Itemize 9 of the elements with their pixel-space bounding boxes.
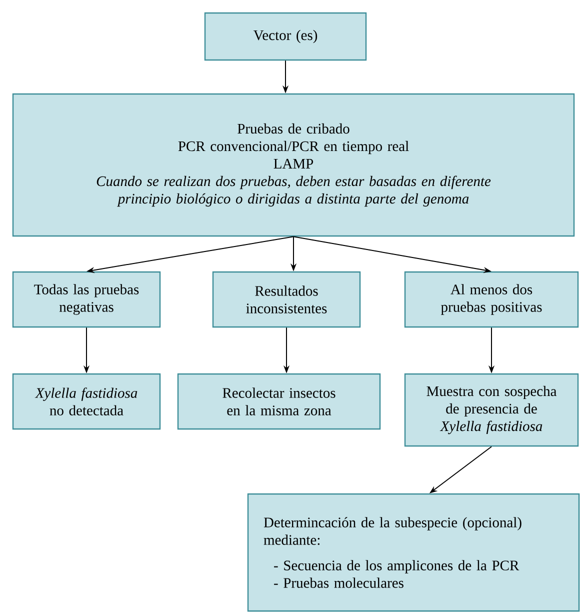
process-box: Determincación de la subespecie (opcional) mediante: - Secuencia de los amplicones de la PCR - Pruebas moleculares <box>247 493 580 612</box>
process-box: Muestra con sospecha de presencia de Xylella fastidiosa <box>404 373 579 447</box>
process-box: Todas las pruebas negativas <box>12 271 161 328</box>
process-box: Xylella fastidiosa no detectada <box>12 373 161 430</box>
process-box: Recolectar insectos en la misma zona <box>177 373 381 430</box>
process-box: Resultados inconsistentes <box>212 271 361 328</box>
process-box: Pruebas de cribado PCR convencional/PCR en tiempo real LAMP Cuando se realizan dos pruebas, deben estar basadas en diferente principio biológico o dirigidas a distinta parte del genoma <box>12 93 575 237</box>
process-box: Vector (es) <box>204 12 367 61</box>
process-box: Al menos dos pruebas positivas <box>404 271 579 328</box>
